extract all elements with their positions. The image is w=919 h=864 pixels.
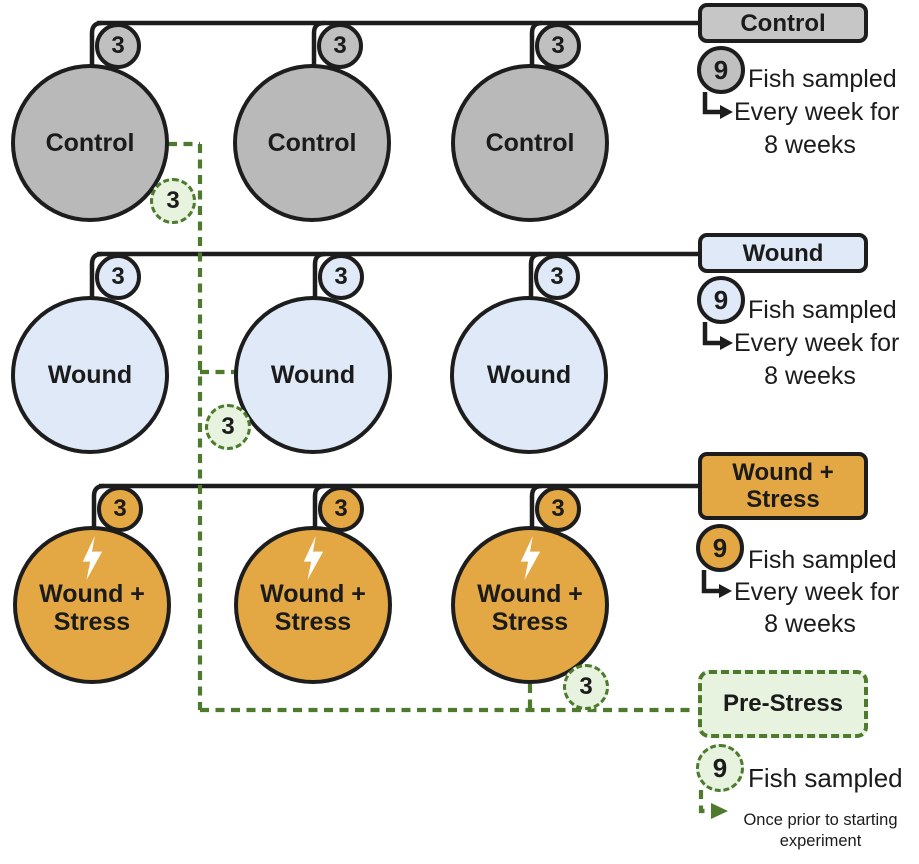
tank-count-badge: 3 [535,486,581,532]
tank-label: Wound [47,361,133,389]
tank-count-badge: 3 [95,23,141,69]
group-label: Pre-Stress [722,690,844,717]
tank-count: 3 [551,495,565,522]
arrowhead [719,584,732,598]
note-frequency: Every week for [734,578,900,606]
group-count: 9 [713,54,729,85]
tank-count: 3 [111,32,125,59]
group-box-wound-stress: Wound + Stress [698,452,868,520]
tank-wound-2: Wound [234,296,392,454]
lightning-bolt-icon [303,536,324,580]
note-fish-sampled: Fish sampled [748,296,897,324]
tank-count-badge: 3 [317,23,363,69]
transfer-count: 3 [221,413,235,440]
pre-stress-count-badge: 9 [696,744,744,792]
tank-count-badge: 3 [318,486,364,532]
group-count: 9 [713,284,729,315]
tank-count: 3 [111,263,125,290]
arrowhead [720,105,733,119]
sample-arrow-line [701,570,720,594]
tank-count: 3 [551,32,565,59]
tank-label: Wound + Stress [39,580,145,636]
group-count: 9 [712,752,728,783]
group-label: Control [740,9,826,37]
tank-count-badge: 3 [95,254,141,300]
note-frequency: Every week for [734,329,900,357]
tank-wound-stress-1: Wound + Stress [13,526,171,684]
tank-label: Control [45,129,135,157]
tank-count: 3 [334,263,348,290]
group-count-badge: 9 [697,46,745,94]
tank-count: 3 [333,32,347,59]
tank-label: Control [267,129,357,157]
note-duration: 8 weeks [764,131,856,159]
group-box-pre-stress: Pre-Stress [698,670,868,738]
tank-count-badge: 3 [318,254,364,300]
group-label: Wound [742,239,824,267]
tank-wound-1: Wound [11,296,169,454]
tank-count-badge: 3 [535,23,581,69]
transfer-count: 3 [579,673,593,700]
tank-wound-3: Wound [450,296,608,454]
tank-control-2: Control [233,64,391,222]
group-box-wound: Wound [698,233,868,273]
note-pre-stress-timing: Once prior to starting experiment [743,811,898,850]
tank-label: Wound [270,361,356,389]
note-frequency: Every week for [734,98,900,126]
note-duration: 8 weeks [764,610,856,638]
sample-arrow-line [702,92,721,115]
transfer-count: 3 [166,187,180,214]
group-count-badge: 9 [697,276,745,324]
lightning-bolt-icon [520,536,541,580]
tank-count: 3 [334,495,348,522]
tank-wound-stress-2: Wound + Stress [234,526,392,684]
transfer-marker: 3 [563,664,609,710]
note-fish-sampled: Fish sampled [748,65,897,93]
tank-count-badge: 3 [534,254,580,300]
tank-control-1: Control [11,64,169,222]
pre-stress-arrow-line [698,790,710,814]
tank-count-badge: 3 [97,486,143,532]
transfer-marker: 3 [205,404,251,450]
tank-count: 3 [550,263,564,290]
note-fish-sampled: Fish sampled [748,763,903,793]
sample-arrow-line [702,322,721,346]
arrowhead [720,336,733,350]
tank-label: Wound [486,361,572,389]
note-fish-sampled: Fish sampled [748,546,897,574]
group-box-control: Control [698,3,868,43]
lightning-bolt-icon [82,536,103,580]
tank-label: Wound + Stress [477,580,583,636]
transfer-marker: 3 [150,178,196,224]
tank-label: Wound + Stress [260,580,366,636]
group-count-badge: 9 [696,524,744,572]
tank-wound-stress-3: Wound + Stress [451,526,609,684]
tank-control-3: Control [451,64,609,222]
group-label: Wound + Stress [732,459,834,513]
note-duration: 8 weeks [764,362,856,390]
group-count: 9 [712,532,728,563]
tank-label: Control [485,129,575,157]
tank-count: 3 [113,495,127,522]
